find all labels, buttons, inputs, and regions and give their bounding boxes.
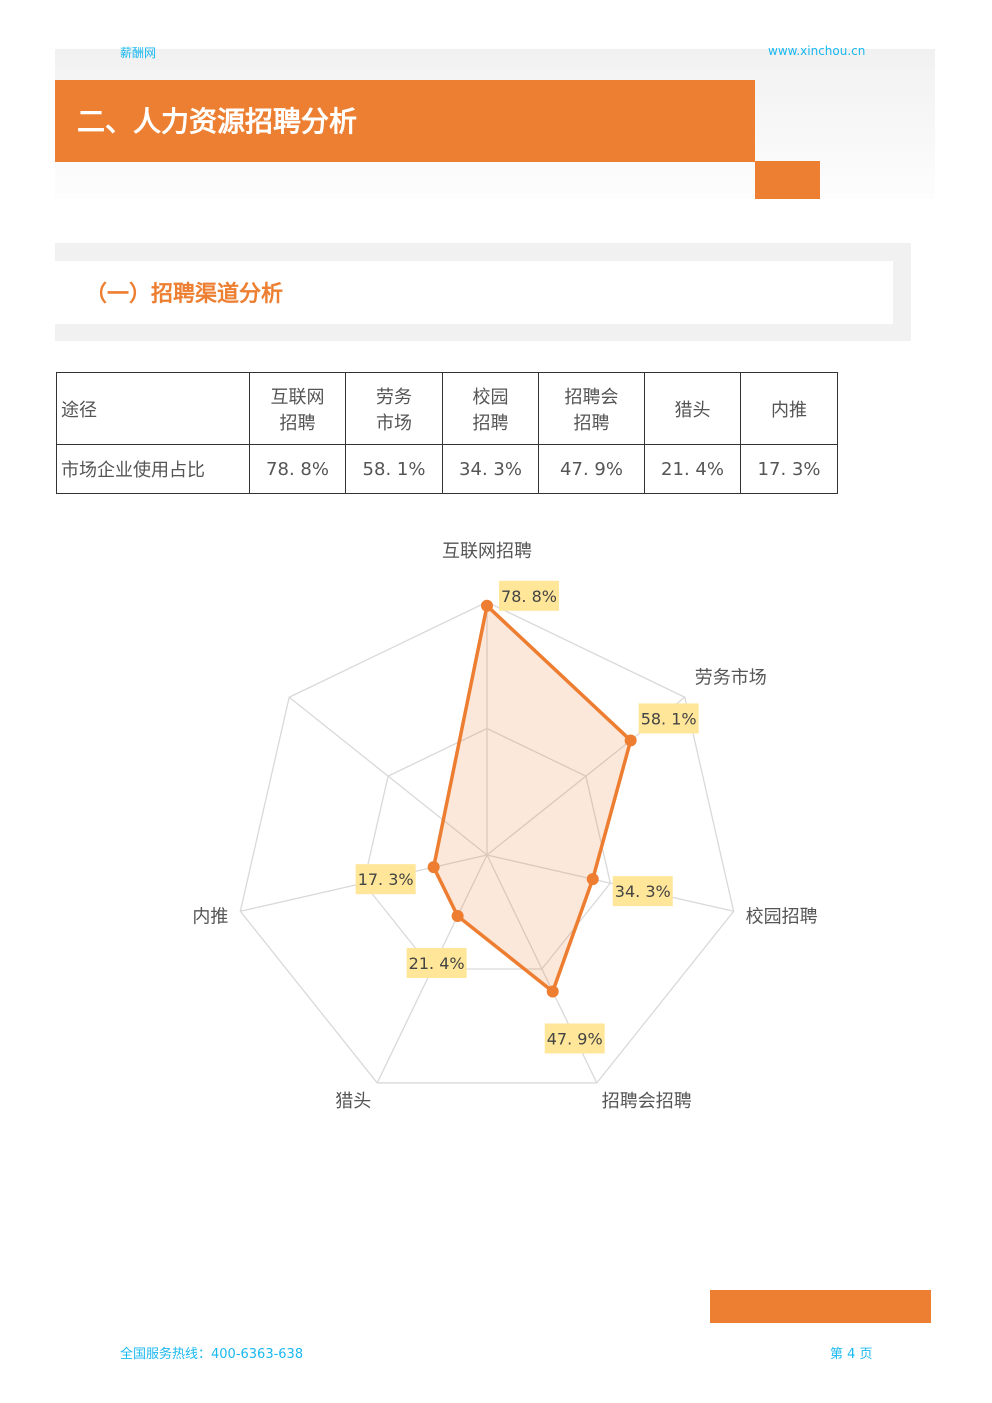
axis-label: 校园招聘 <box>746 906 818 927</box>
section-title: （一）招聘渠道分析 <box>85 282 284 307</box>
row-header: 途径 <box>56 372 250 445</box>
data-label: 47. 9% <box>547 1029 603 1048</box>
data-point <box>546 985 559 998</box>
data-label-bg <box>544 1023 605 1054</box>
decor-square <box>755 161 820 199</box>
col-header: 猎头 <box>644 372 741 445</box>
cell: 21. 4% <box>644 444 741 494</box>
chapter-title-bar: 二、人力资源招聘分析 <box>55 80 755 162</box>
axis-label: 劳务市场 <box>695 667 767 688</box>
data-label: 17. 3% <box>358 870 414 889</box>
axis-label: 招聘会招聘 <box>602 1091 692 1112</box>
col-header: 互联网 招聘 <box>249 372 346 445</box>
col-header: 招聘会 招聘 <box>538 372 645 445</box>
data-label-bg <box>612 876 673 907</box>
section-heading-box: （一）招聘渠道分析 <box>55 261 893 324</box>
data-label-bg <box>406 947 467 978</box>
grid-ring <box>362 727 612 970</box>
data-label-bg <box>355 864 416 895</box>
data-label: 78. 8% <box>501 587 557 606</box>
data-label: 34. 3% <box>615 882 671 901</box>
series-area <box>431 604 633 994</box>
channel-table: 途径 互联网 招聘 劳务 市场 校园 招聘 招聘会 招聘 猎头 内推 市场企业使… <box>56 372 838 494</box>
data-point <box>427 861 440 874</box>
table-row: 市场企业使用占比 78. 8% 58. 1% 34. 3% 47. 9% 21.… <box>56 444 838 494</box>
cell: 47. 9% <box>538 444 645 494</box>
data-label: 58. 1% <box>641 709 697 728</box>
cell: 17. 3% <box>740 444 838 494</box>
chapter-title: 二、人力资源招聘分析 <box>77 105 358 138</box>
cell: 34. 3% <box>442 444 539 494</box>
axis-label: 猎头 <box>335 1091 371 1112</box>
data-point <box>586 873 599 886</box>
row-label: 市场企业使用占比 <box>56 444 250 494</box>
axis-label: 内推 <box>192 906 228 927</box>
cell: 78. 8% <box>249 444 346 494</box>
data-label: 21. 4% <box>409 954 465 973</box>
data-point <box>451 909 464 922</box>
col-header: 校园 招聘 <box>442 372 539 445</box>
data-label-bg <box>638 703 699 734</box>
axis-label: 互联网招聘 <box>442 541 532 562</box>
col-header: 内推 <box>740 372 838 445</box>
site-url[interactable]: www.xinchou.cn <box>768 44 866 58</box>
brand-name: 薪酬网 <box>120 46 157 60</box>
data-point <box>481 599 493 612</box>
grid-spoke <box>486 854 734 912</box>
page-number: 第 4 页 <box>830 1347 873 1362</box>
hotline: 全国服务热线：400-6363-638 <box>120 1347 304 1362</box>
data-point <box>624 734 637 747</box>
grid-spoke <box>288 696 488 856</box>
footer-bar <box>710 1290 931 1323</box>
cell: 58. 1% <box>345 444 443 494</box>
data-label-bg <box>499 580 559 611</box>
